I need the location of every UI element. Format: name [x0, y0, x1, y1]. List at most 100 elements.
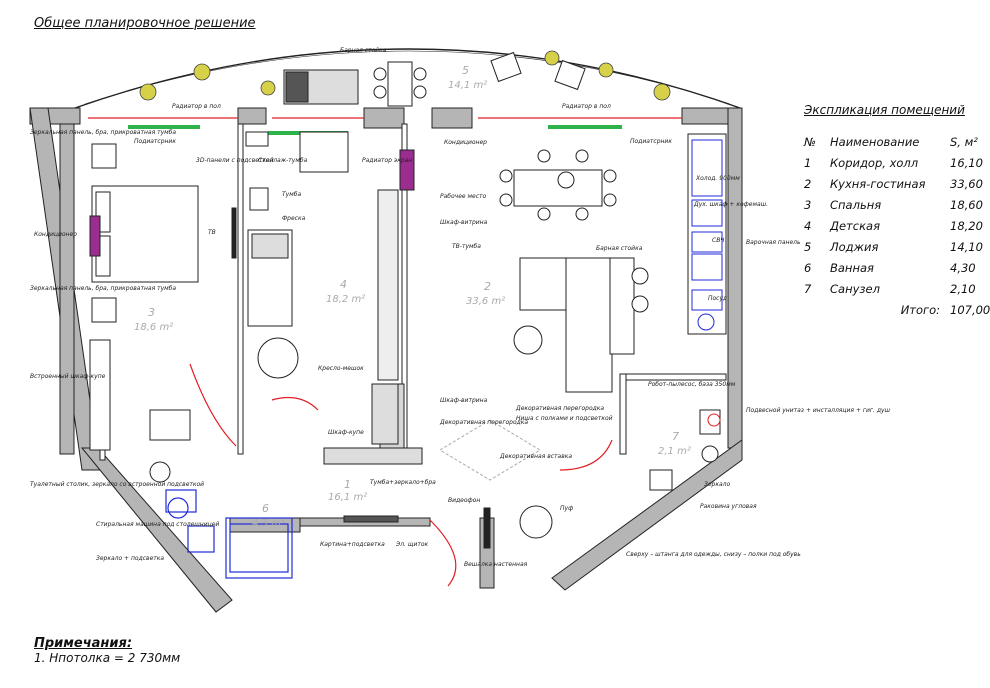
accent-lines	[88, 117, 682, 587]
room-area-7: 2,1 m²	[658, 446, 691, 457]
room-num-1: 1	[344, 478, 351, 491]
label-radiator-left: Радиатор в пол	[172, 103, 221, 110]
row-name: Спальня	[830, 197, 882, 212]
label-shelf-tumba: Стеллаж-тумба	[258, 157, 308, 164]
row-area: 4,30	[950, 260, 976, 275]
row-num: 4	[804, 218, 812, 233]
loggia-inner-arc	[84, 50, 731, 105]
room-area-1: 16,1 m²	[328, 492, 367, 503]
label-picture: Картина+подсветка	[320, 541, 385, 548]
walls	[29, 107, 743, 613]
loggia-outline	[74, 48, 741, 109]
row-num: 5	[804, 239, 812, 254]
label-wc: Подвесной унитаз + инсталляция + гиг. ду…	[746, 407, 891, 414]
label-closet-kupe: Шкаф-купе	[328, 429, 364, 436]
row-name: Коридор, холл	[830, 155, 919, 170]
row-name: Ванная	[830, 260, 874, 275]
row-area: 18,20	[950, 218, 983, 233]
wc	[649, 409, 721, 491]
label-niche: Ниша с полками и подсветкой	[516, 415, 613, 422]
row-num: 7	[804, 281, 812, 296]
label-bar-counter-top: Барная стойка	[340, 47, 387, 54]
total-label: Итого:	[900, 302, 940, 317]
label-workplace: Рабочее место	[440, 193, 487, 200]
header-area: S, м²	[950, 134, 978, 149]
kitchen-furniture	[499, 133, 727, 393]
label-cook-panel: Варочная панель	[746, 239, 801, 246]
explication-title: Экспликация помещений	[804, 103, 965, 117]
table-row: 3 Спальня 18,60	[804, 194, 983, 215]
label-mirror-panel-2: Зеркальная панель, бра, прикроватная тум…	[30, 285, 176, 292]
room-num-2: 2	[484, 280, 491, 293]
row-area: 33,60	[950, 176, 983, 191]
row-area: 2,10	[950, 281, 976, 296]
page-title: Общее планировочное решение	[34, 16, 256, 31]
row-num: 6	[804, 260, 812, 275]
room-labels: 1 16,1 m² 2 33,6 m² 3 18,6 m² 4 18,2 m² …	[134, 64, 691, 529]
room-num-5: 5	[462, 64, 469, 77]
table-row: 4 Детская 18,20	[804, 215, 983, 236]
header-num: №	[804, 134, 816, 149]
label-washing: Стиральная машина под столешницей	[96, 521, 219, 528]
room-explication: Экспликация помещений № Наименование S, …	[804, 103, 990, 320]
label-oven: Дух. шкаф + кофемаш.	[693, 201, 768, 208]
label-robot: Робот-пылесос, база 350мм	[648, 381, 736, 388]
label-shelf-clothes: Сверху – штанга для одежды, снизу – полк…	[626, 551, 801, 558]
label-shelf-3d: 3D-панели с подсветкой	[196, 157, 274, 164]
row-area: 14,10	[950, 239, 983, 254]
label-tv-left: ТВ	[208, 229, 216, 236]
label-videophone: Видеофон	[448, 497, 480, 504]
room-num-3: 3	[148, 306, 155, 319]
explication-header: № Наименование S, м²	[804, 131, 982, 152]
label-tumba: Тумба	[282, 191, 301, 198]
plants	[139, 50, 671, 101]
label-freska: Фреска	[282, 215, 306, 222]
label-dishwasher: Посуд	[708, 295, 727, 302]
label-fridge: Холод. 900мм	[695, 175, 740, 182]
label-microwave: СВЧ	[712, 237, 724, 244]
header-name: Наименование	[830, 134, 920, 149]
table-row: 7 Санузел 2,10	[804, 278, 982, 299]
label-radiator-right: Радиатор в пол	[562, 103, 611, 110]
label-tv-tumba: ТВ-тумба	[452, 243, 481, 250]
bathroom	[165, 489, 293, 579]
loggia-furniture	[283, 51, 586, 107]
table-row: 5 Лоджия 14,10	[804, 236, 983, 257]
total-value: 107,00	[950, 302, 990, 317]
label-chair-bag: Кресло-мешок	[318, 365, 364, 372]
label-hanger: Вешалка настенная	[464, 561, 528, 568]
bedroom-furniture	[89, 143, 237, 483]
label-tumba-mirror: Тумба+зеркало+бра	[370, 479, 436, 486]
label-bar-counter-mid: Барная стойка	[596, 245, 643, 252]
room-area-5: 14,1 m²	[448, 80, 487, 91]
label-radiator-screen: Радиатор экран	[362, 157, 412, 164]
label-showcase-2: Шкаф-витрина	[440, 397, 488, 404]
row-name: Кухня-гостиная	[830, 176, 926, 191]
row-num: 1	[804, 155, 812, 170]
label-sink: Раковина угловая	[700, 503, 757, 510]
room-num-7: 7	[672, 430, 679, 443]
row-name: Лоджия	[830, 239, 879, 254]
explication-total: Итого: 107,00	[804, 299, 990, 320]
notes-line: 1. Hпотолка = 2 730мм	[34, 651, 181, 665]
label-conditioner-mid: Кондиционер	[444, 139, 487, 146]
hall-items	[323, 419, 553, 549]
label-sill-left: Подиатсрник	[134, 138, 176, 145]
label-shield: Эл. щиток	[395, 541, 429, 548]
notes-title: Примечания:	[34, 636, 133, 651]
label-deco-floor: Декоративная вставка	[499, 453, 572, 460]
table-row: 1 Коридор, холл 16,10	[804, 152, 983, 173]
row-area: 18,60	[950, 197, 983, 212]
notes: Примечания: 1. Hпотолка = 2 730мм	[34, 636, 180, 665]
room-num-6: 6	[262, 502, 269, 515]
row-num: 2	[804, 176, 812, 191]
room-area-2: 33,6 m²	[466, 296, 505, 307]
label-deco-partition-2: Декоративная перегородка	[515, 405, 604, 412]
room-area-4: 18,2 m²	[326, 294, 365, 305]
row-name: Санузел	[830, 281, 880, 296]
room-area-3: 18,6 m²	[134, 322, 173, 333]
row-area: 16,10	[950, 155, 983, 170]
row-name: Детская	[830, 218, 880, 233]
label-sill-right: Подиатсрник	[630, 138, 672, 145]
table-row: 6 Ванная 4,30	[804, 257, 982, 278]
